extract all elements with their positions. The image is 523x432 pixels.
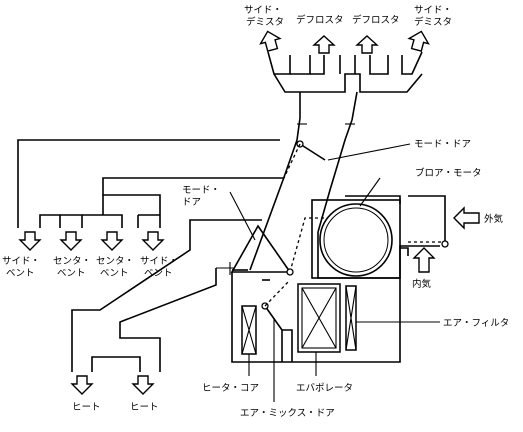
label-outside-air: 外気 — [484, 213, 504, 225]
side-demister-left-arrow-icon — [259, 30, 282, 52]
blower-housing — [311, 199, 401, 279]
label-mode-door-middle: モード・ — [182, 185, 220, 196]
label-heat-left: ヒート — [72, 402, 101, 413]
outside-air-arrow-icon — [453, 206, 480, 230]
label-side-vent-right-2: ベント — [144, 268, 173, 279]
heat-outlet-arrows — [70, 375, 155, 395]
defroster-left-arrow-icon — [312, 35, 336, 54]
intake-arrows — [412, 206, 480, 273]
upper-mode-door — [299, 143, 326, 161]
label-side-vent-left-2: ベント — [6, 268, 35, 279]
intake-door-pivot-icon — [441, 240, 449, 248]
middle-mode-door-assembly — [216, 191, 330, 276]
label-center-vent-left: センタ・ — [53, 256, 91, 267]
middle-mode-door-pivot-icon — [286, 268, 294, 276]
label-side-demister-right: サイド・ — [414, 5, 452, 16]
label-heater-core: ヒータ・コア — [202, 383, 259, 394]
label-evaporator: エバポレータ — [296, 383, 353, 394]
label-side-vent-right: サイド・ — [140, 256, 178, 267]
heat-left-arrow-icon — [70, 375, 94, 395]
side-vent-left-arrow-icon — [18, 231, 42, 251]
center-vent-left-arrow-icon — [59, 231, 83, 251]
label-defroster-left: デフロスタ — [296, 14, 344, 26]
label-defroster-right: デフロスタ — [352, 14, 400, 26]
evaporator-assembly — [297, 283, 440, 353]
main-duct — [249, 117, 411, 271]
label-side-demister-left: サイド・ — [244, 5, 282, 16]
label-mode-door-upper: モード・ドア — [414, 139, 471, 150]
label-center-vent-right: センタ・ — [96, 256, 134, 267]
label-blower-motor: ブロア・モータ — [415, 167, 482, 179]
side-demister-right-arrow-icon — [407, 30, 430, 52]
top-outlet-arrows — [259, 30, 430, 54]
blower-wheel-inner — [323, 207, 389, 273]
vent-outlet-arrows — [18, 231, 165, 251]
labels: サイド・ デミスタ デフロスタ デフロスタ サイド・ デミスタ モード・ドア ブ… — [2, 5, 509, 419]
label-center-vent-left-2: ベント — [57, 268, 86, 279]
label-side-demister-left-2: デミスタ — [246, 16, 284, 28]
heat-ducting — [71, 219, 262, 372]
label-side-demister-right-2: デミスタ — [414, 16, 452, 28]
upper-manifold — [267, 51, 423, 121]
defroster-right-arrow-icon — [355, 35, 379, 54]
side-vent-right-arrow-icon — [141, 231, 165, 251]
inside-air-arrow-icon — [412, 247, 436, 273]
mode-door-triangle — [230, 224, 292, 273]
vent-ducting — [17, 139, 283, 228]
center-vent-right-arrow-icon — [100, 231, 124, 251]
blower-assembly — [311, 177, 449, 279]
label-air-filter: エア・フィルタ — [443, 318, 509, 329]
label-air-mix-door: エア・ミックス・ドア — [240, 408, 335, 419]
label-center-vent-right-2: ベント — [100, 268, 129, 279]
label-inside-air: 内気 — [412, 278, 432, 290]
label-side-vent-left: サイド・ — [2, 256, 40, 267]
heater-core-assembly — [241, 279, 317, 402]
label-mode-door-middle-2: ドア — [182, 197, 201, 208]
label-heat-right: ヒート — [130, 402, 159, 413]
heat-right-arrow-icon — [131, 375, 155, 395]
